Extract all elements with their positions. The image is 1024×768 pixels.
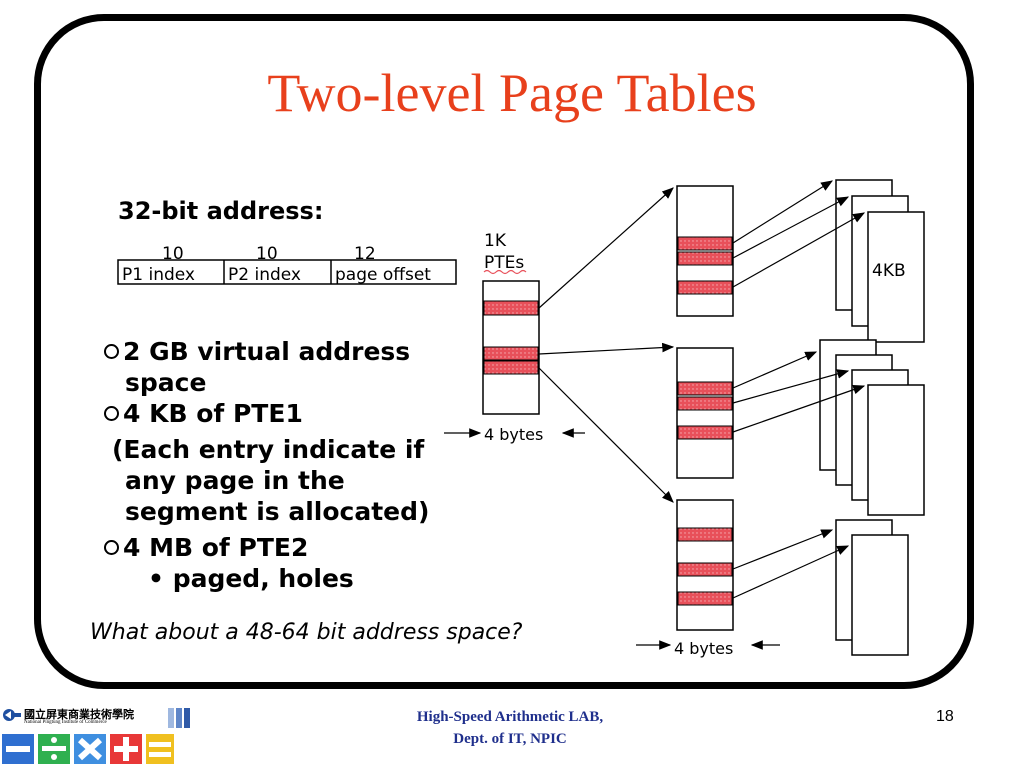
second-level-table-3	[676, 499, 734, 631]
field-p2-index: P2 index	[228, 265, 301, 285]
address-format-box	[117, 259, 457, 285]
bullet-2-line-2: (Each entry indicate if	[112, 435, 425, 464]
first-level-pointers	[538, 187, 675, 503]
circle-bullet-icon	[104, 344, 119, 359]
page-frames-group-3	[835, 519, 909, 656]
field-width-p1: 10	[162, 244, 184, 264]
first-level-table	[482, 280, 540, 415]
field-page-offset: page offset	[335, 265, 431, 285]
ptes-label: PTEs	[484, 253, 524, 273]
footer-line-2: Dept. of IT, NPIC	[453, 731, 567, 747]
footer-line-1: High-Speed Arithmetic LAB,	[416, 709, 604, 725]
circle-bullet-icon	[104, 540, 119, 555]
address-heading: 32-bit address:	[118, 197, 323, 225]
bullet-1: 2 GB virtual address	[104, 336, 410, 367]
dot-bullet-icon: •	[148, 564, 173, 593]
page-frames-group-2	[819, 339, 925, 516]
bullet-3: 4 MB of PTE2	[104, 532, 308, 563]
bullet-1-line-2: space	[125, 368, 207, 397]
logo-text: 國立屏東商業技術學院	[24, 708, 134, 721]
second-level-table-1	[676, 185, 734, 317]
logo-decoration	[2, 708, 190, 764]
second-level-table-2	[676, 347, 734, 479]
sub-bullet: • paged, holes	[148, 563, 354, 594]
sub-bullet-text: paged, holes	[172, 564, 354, 593]
field-p1-index: P1 index	[122, 265, 195, 285]
school-logo: 國立屏東商業技術學院 National Pingtung Institute o…	[2, 706, 202, 766]
ptes-count-label: 1K	[484, 231, 507, 251]
page-size-label: 4KB	[872, 261, 906, 281]
slide-title: Two-level Page Tables	[267, 63, 757, 123]
footer-lab-name: High-Speed Arithmetic LAB, Dept. of IT, …	[330, 706, 690, 750]
bullet-2-line-1: 4 KB of PTE1	[123, 399, 303, 428]
field-width-p2: 10	[256, 244, 278, 264]
circle-bullet-icon	[104, 406, 119, 421]
page-number: 18	[936, 708, 954, 725]
second-level-pointers	[732, 180, 866, 599]
bullet-1-line-1: 2 GB virtual address	[123, 337, 411, 366]
spellcheck-underline	[483, 269, 527, 275]
bytes-label-first: 4 bytes	[484, 425, 543, 444]
bullet-2: 4 KB of PTE1	[104, 398, 303, 429]
field-width-offset: 12	[354, 244, 376, 264]
question-text: What about a 48-64 bit address space?	[90, 620, 523, 645]
bullet-2-line-3: any page in the	[125, 466, 345, 495]
logo-subtext: National Pingtung Institute of Commerce	[24, 720, 107, 725]
bullet-3-line-1: 4 MB of PTE2	[123, 533, 309, 562]
logo-emblem-icon	[3, 709, 21, 721]
bytes-label-second: 4 bytes	[674, 639, 733, 658]
bullet-2-line-4: segment is allocated)	[125, 497, 430, 526]
